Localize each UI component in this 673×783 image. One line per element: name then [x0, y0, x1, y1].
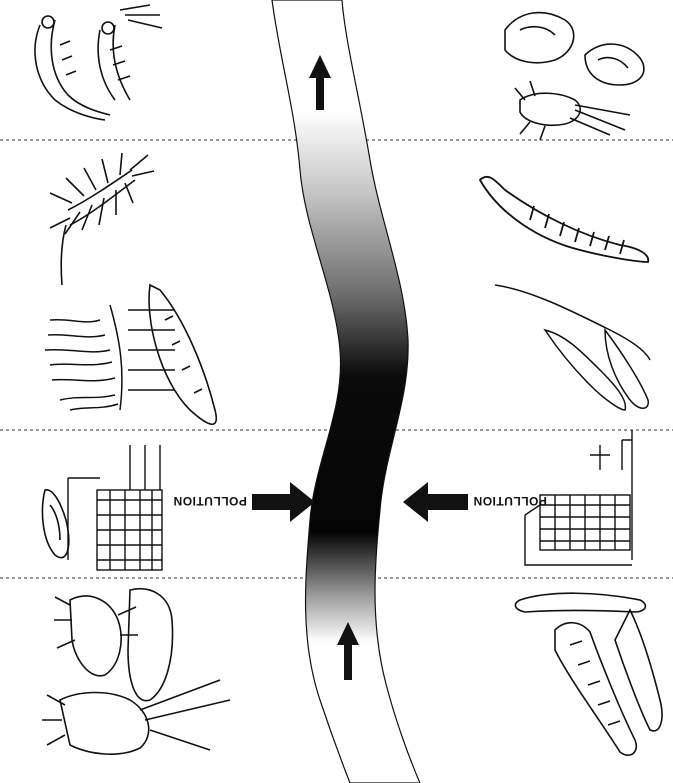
snail-icon	[42, 490, 68, 558]
caddisfly-cases-icon	[515, 593, 662, 755]
tubifex-worms-icon	[45, 305, 175, 410]
midge-larva-icon	[480, 177, 648, 262]
pollution-label-right: POLLUTION	[473, 494, 547, 508]
factory-icon	[68, 445, 162, 570]
left-arrow-icon	[403, 482, 468, 522]
isopod-icon	[50, 153, 154, 285]
shrimp-larvae-icon	[35, 5, 162, 120]
rat-tailed-maggot-icon	[495, 285, 650, 410]
right-arrow-icon	[252, 482, 315, 522]
leech-icon	[149, 285, 216, 424]
pollution-label-left: POLLUTION	[173, 494, 247, 508]
snails-icon	[505, 13, 644, 85]
mayfly-nymph-icon	[515, 81, 630, 140]
stonefly-nymphs-icon	[42, 589, 230, 754]
